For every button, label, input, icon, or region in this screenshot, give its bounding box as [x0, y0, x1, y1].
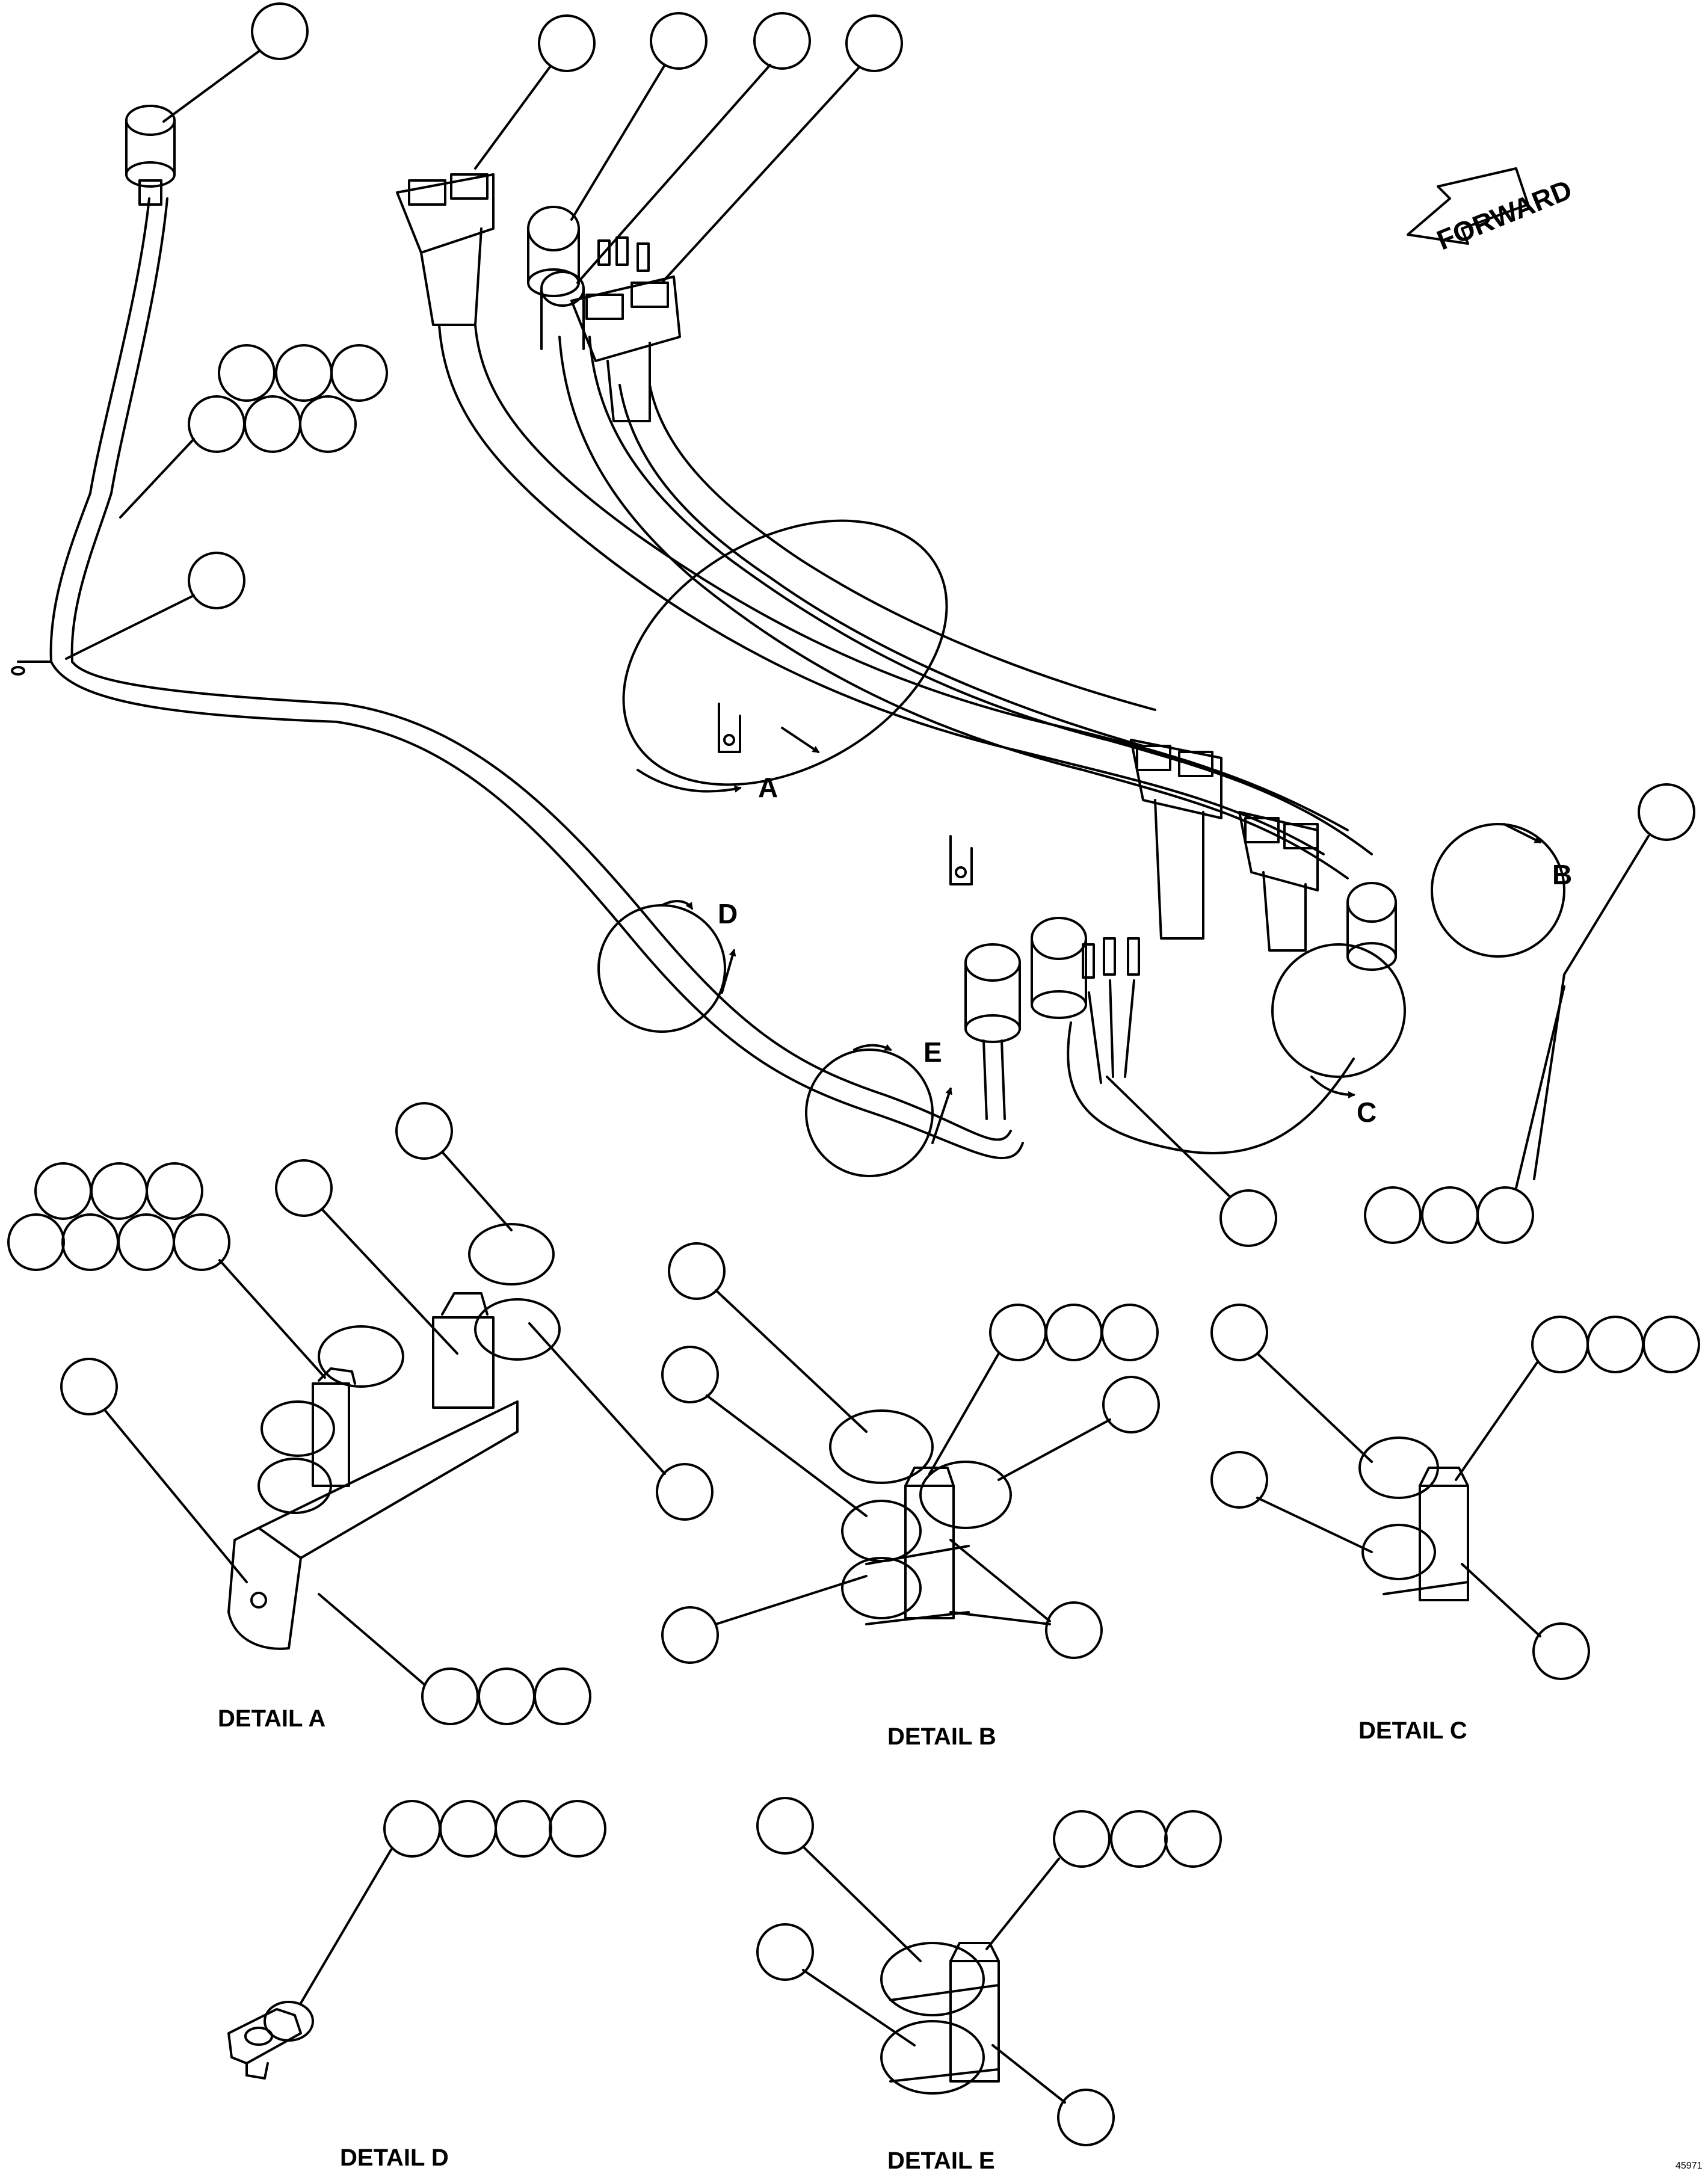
rectangular-connector-2 — [570, 276, 681, 422]
detail-a-title: DETAIL A — [218, 1705, 325, 1732]
lower-connector-right — [1031, 917, 1087, 1019]
drawing-code: 45971 — [1676, 2161, 1703, 2171]
lower-connector-left — [964, 943, 1021, 1120]
rectangular-connector-4 — [1238, 811, 1319, 952]
view-e-label: E — [923, 1036, 942, 1068]
callout-balloons — [65, 2, 1695, 1247]
detail-e-title: DETAIL E — [887, 2148, 995, 2174]
forward-label: FORWARD — [1432, 173, 1576, 256]
detail-c — [1210, 1304, 1700, 1680]
forward-arrow — [1407, 167, 1529, 245]
view-d-circle — [597, 904, 726, 1033]
cable-bundle-1 — [438, 324, 1325, 855]
view-b-label: B — [1552, 859, 1572, 890]
view-a-circle — [622, 519, 948, 786]
view-a-label: A — [758, 772, 778, 803]
detail-d — [227, 1800, 606, 2080]
view-d-label: D — [718, 898, 738, 929]
bracket-2 — [949, 835, 973, 885]
round-connector-4 — [1346, 882, 1397, 971]
detail-c-title: DETAIL C — [1358, 1717, 1467, 1744]
main-harness — [11, 105, 1397, 1160]
rectangular-connector-1 — [396, 173, 495, 326]
bracket-1 — [718, 703, 741, 753]
view-e-circle — [805, 1048, 934, 1177]
rectangular-connector-3 — [1130, 739, 1222, 940]
detail-b — [661, 1242, 1160, 1664]
top-plug-connector — [125, 105, 176, 206]
detail-d-title: DETAIL D — [340, 2145, 449, 2171]
view-b-circle — [1431, 823, 1565, 958]
detail-e — [756, 1797, 1222, 2146]
view-c-label: C — [1357, 1097, 1377, 1128]
cable-long-run — [50, 660, 1024, 1160]
detail-a — [7, 1102, 714, 1725]
detail-b-title: DETAIL B — [887, 1723, 996, 1750]
view-c-circle — [1271, 943, 1406, 1078]
cable-left-branch — [49, 197, 150, 663]
